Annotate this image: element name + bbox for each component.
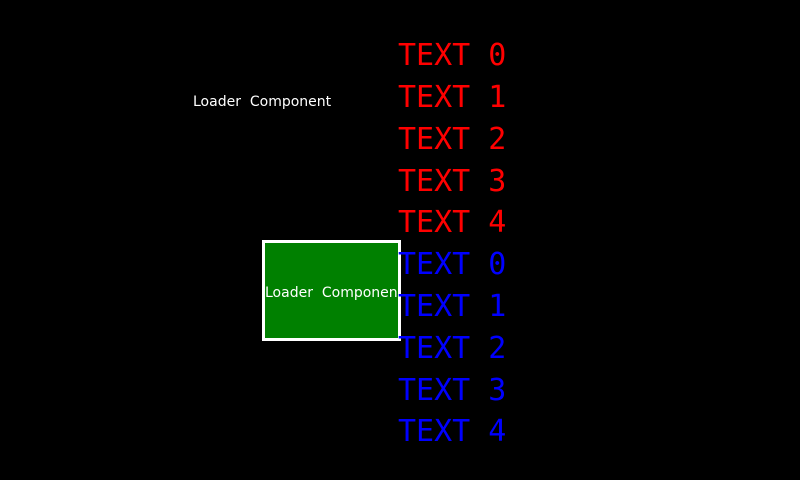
blue-text-list: TEXT 0 TEXT 1 TEXT 2 TEXT 3 TEXT 4 [398,244,506,453]
text-item-red-2: TEXT 2 [398,121,507,157]
text-item-red-1: TEXT 1 [398,80,507,116]
text-item-blue-3: TEXT 3 [398,372,507,408]
text-item-blue-0: TEXT 0 [398,247,507,283]
text-item-blue-4: TEXT 4 [398,414,507,450]
loader-box-label: Loader Component [265,284,401,301]
text-list-column: TEXT 0 TEXT 1 TEXT 2 TEXT 3 TEXT 4 TEXT … [398,35,506,453]
text-item-red-0: TEXT 0 [398,38,507,74]
red-text-list: TEXT 0 TEXT 1 TEXT 2 TEXT 3 TEXT 4 [398,35,506,244]
text-item-red-3: TEXT 3 [398,163,507,199]
text-item-red-4: TEXT 4 [398,205,507,241]
text-item-blue-1: TEXT 1 [398,288,507,324]
text-item-blue-2: TEXT 2 [398,330,507,366]
loader-component-box[interactable]: Loader Component [262,240,401,341]
loader-component-label: Loader Component [193,94,332,110]
